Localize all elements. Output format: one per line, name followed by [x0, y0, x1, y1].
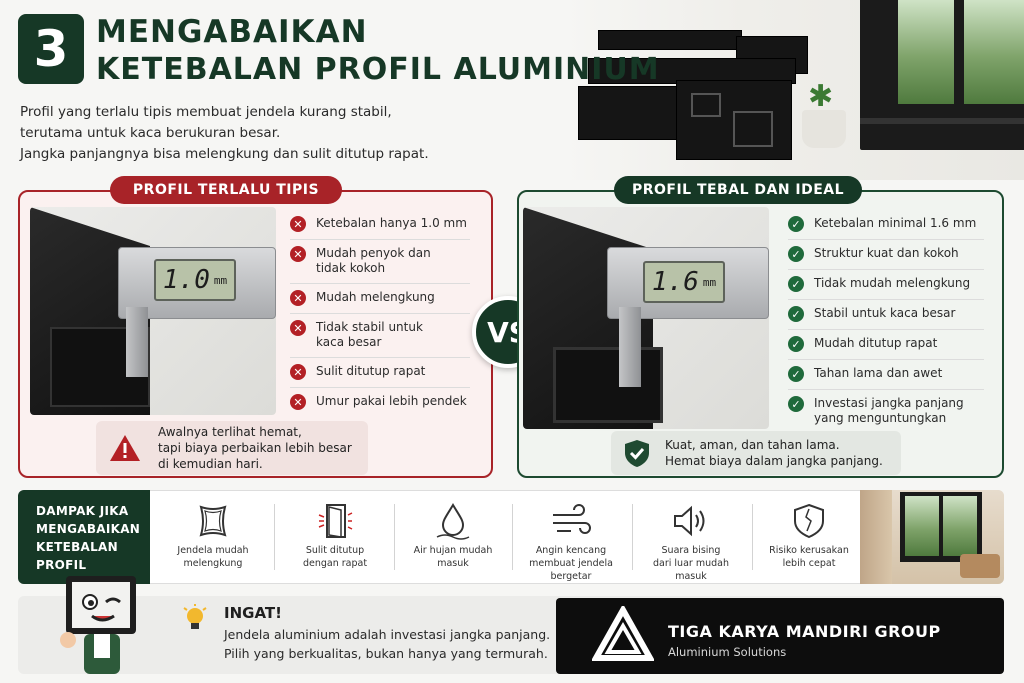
step-number-badge: 3: [18, 14, 84, 84]
impact-item: Risiko kerusakan lebih cepat: [750, 498, 868, 580]
intro-line: Profil yang terlalu tipis membuat jendel…: [20, 104, 392, 120]
warning-note-text: Awalnya terlihat hemat, tapi biaya perba…: [158, 425, 352, 471]
wind-icon: [553, 504, 591, 534]
check-circle-icon: ✓: [788, 336, 804, 352]
water-drop-icon: [436, 503, 470, 540]
thin-caliper-unit: mm: [213, 273, 228, 287]
impact-item: Sulit ditutup dengan rapat: [276, 498, 394, 580]
thick-profile-heading: PROFIL TEBAL DAN IDEAL: [614, 176, 862, 204]
page-title-line1: MENGABAIKAN: [96, 14, 368, 50]
warning-icon: [110, 435, 140, 461]
impact-item: Air hujan mudah masuk: [394, 498, 512, 580]
check-circle-icon: ✓: [788, 276, 804, 292]
thin-caliper-reading: 1.0: [162, 265, 210, 295]
intro-line: terutama untuk kaca berukuran besar.: [20, 125, 281, 141]
check-circle-icon: ✓: [788, 306, 804, 322]
impact-title: DAMPAK JIKA MENGABAIKAN KETEBALAN PROFIL: [18, 490, 150, 584]
brand-name: TIGA KARYA MANDIRI GROUP: [668, 622, 941, 641]
brand-tagline: Aluminium Solutions: [668, 645, 787, 659]
list-item: ✕Sulit ditutup rapat: [290, 358, 470, 388]
list-item: ✕Umur pakai lebih pendek: [290, 388, 470, 417]
intro-line: Jangka panjangnya bisa melengkung dan su…: [20, 146, 429, 162]
thin-profile-list: ✕Ketebalan hanya 1.0 mm ✕Mudah penyok da…: [290, 210, 470, 417]
thin-profile-heading: PROFIL TERLALU TIPIS: [110, 176, 342, 204]
list-item: ✓Investasi jangka panjang yang menguntun…: [788, 390, 984, 433]
thick-caliper-reading: 1.6: [651, 267, 699, 297]
x-circle-icon: ✕: [290, 320, 306, 336]
reminder-text: Jendela aluminium adalah investasi jangk…: [224, 627, 551, 661]
page-title-line2: KETEBALAN PROFIL ALUMINIUM: [96, 52, 660, 87]
room-window-photo: [860, 490, 1004, 584]
check-circle-icon: ✓: [788, 246, 804, 262]
check-circle-icon: ✓: [788, 396, 804, 412]
plant-pot: [802, 110, 846, 148]
thick-note-text: Kuat, aman, dan tahan lama. Hemat biaya …: [665, 438, 883, 468]
impact-item: Angin kencang membuat jendela bergetar: [512, 498, 630, 582]
x-circle-icon: ✕: [290, 290, 306, 306]
x-circle-icon: ✕: [290, 216, 306, 232]
x-circle-icon: ✕: [290, 394, 306, 410]
list-item: ✓Tahan lama dan awet: [788, 360, 984, 390]
impact-item: Suara bising dari luar mudah masuk: [632, 498, 750, 582]
list-item: ✓Struktur kuat dan kokoh: [788, 240, 984, 270]
list-item: ✕Mudah penyok dan tidak kokoh: [290, 240, 470, 284]
thick-caliper-unit: mm: [702, 275, 717, 289]
list-item: ✕Ketebalan hanya 1.0 mm: [290, 210, 470, 240]
window-mascot-icon: [60, 576, 136, 674]
list-item: ✓Stabil untuk kaca besar: [788, 300, 984, 330]
list-item: ✓Tidak mudah melengkung: [788, 270, 984, 300]
shield-check-icon: [625, 440, 649, 467]
door-gap-icon: [318, 504, 353, 538]
list-item: ✕Mudah melengkung: [290, 284, 470, 314]
bent-frame-icon: [199, 505, 227, 537]
thick-profile-list: ✓Ketebalan minimal 1.6 mm ✓Struktur kuat…: [788, 210, 984, 433]
thin-profile-warning-note: Awalnya terlihat hemat, tapi biaya perba…: [96, 421, 368, 475]
reminder-title: INGAT!: [224, 604, 282, 622]
impact-strip: [18, 490, 1004, 584]
check-circle-icon: ✓: [788, 216, 804, 232]
list-item: ✓Ketebalan minimal 1.6 mm: [788, 210, 984, 240]
x-circle-icon: ✕: [290, 246, 306, 262]
intro-text: Profil yang terlalu tipis membuat jendel…: [20, 102, 460, 165]
impact-item: Jendela mudah melengkung: [154, 498, 272, 580]
x-circle-icon: ✕: [290, 364, 306, 380]
list-item: ✓Mudah ditutup rapat: [788, 330, 984, 360]
window-photo: [860, 0, 1024, 150]
check-circle-icon: ✓: [788, 366, 804, 382]
aluminium-profile-stack: [598, 30, 742, 50]
plant-icon: ✱: [808, 79, 834, 114]
speaker-icon: [674, 505, 705, 537]
lightbulb-icon: [183, 604, 207, 629]
thick-profile-note: Kuat, aman, dan tahan lama. Hemat biaya …: [611, 431, 901, 475]
triangle-logo-icon: [592, 606, 654, 661]
cracked-shield-icon: [794, 503, 824, 539]
list-item: ✕Tidak stabil untuk kaca besar: [290, 314, 470, 358]
